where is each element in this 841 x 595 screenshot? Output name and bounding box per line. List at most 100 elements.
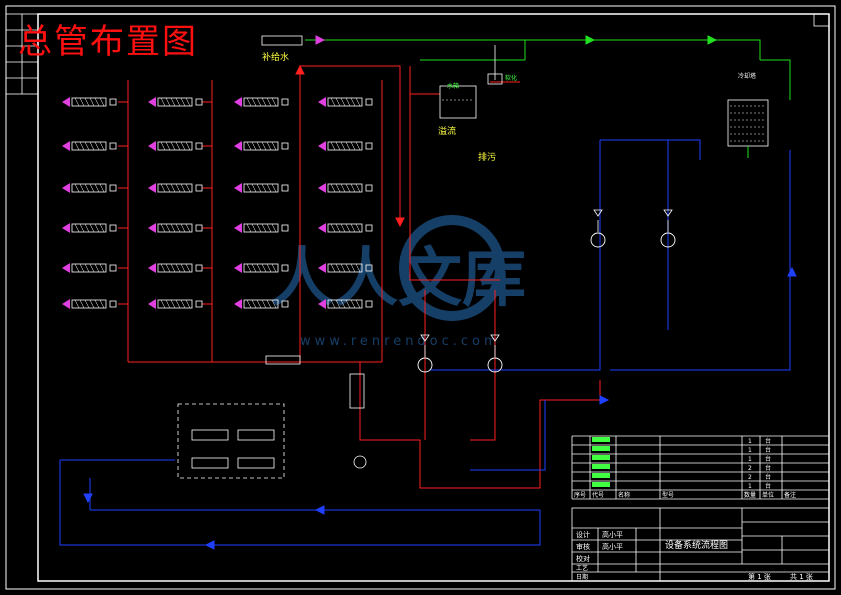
air-arrow-icon — [234, 97, 242, 107]
air-arrow-icon — [234, 183, 242, 193]
coil-hatch — [350, 97, 356, 107]
coil-hatch — [246, 97, 252, 107]
coil-hatch — [175, 183, 181, 193]
circulation-pump-icon — [353, 455, 367, 469]
valve-icon — [109, 264, 117, 272]
coil-hatch — [335, 223, 341, 233]
designer-name: 高小平 — [602, 530, 623, 539]
coil-hatch — [246, 223, 252, 233]
coil-hatch — [330, 141, 336, 151]
coil-hatch — [160, 141, 166, 151]
coil-hatch — [355, 263, 361, 273]
coil-hatch — [160, 299, 166, 309]
valve-icon — [281, 224, 289, 232]
coil-hatch — [160, 183, 166, 193]
coil-hatch — [185, 263, 191, 273]
overflow-label: 溢流 — [438, 125, 456, 137]
role-process: 工艺 — [576, 564, 588, 572]
table-header-cell: 型号 — [662, 491, 674, 499]
filter-icon — [349, 373, 365, 409]
coil-hatch — [94, 97, 100, 107]
coil-hatch — [271, 141, 277, 151]
coil-hatch — [74, 141, 80, 151]
title-block — [571, 507, 830, 582]
air-arrow-icon — [62, 263, 70, 273]
drain-label: 排污 — [478, 151, 496, 163]
air-arrow-icon — [148, 97, 156, 107]
coil-hatch — [256, 97, 262, 107]
softener-icon — [487, 73, 503, 85]
coil-hatch — [74, 97, 80, 107]
coil-hatch — [271, 299, 277, 309]
coil-hatch — [84, 263, 90, 273]
coil-hatch — [246, 263, 252, 273]
equipment-group — [177, 35, 769, 479]
coil-hatch — [261, 223, 267, 233]
coil-hatch — [266, 223, 272, 233]
coil-hatch — [99, 97, 105, 107]
role-review: 审核 — [576, 542, 590, 551]
coil-hatch — [246, 299, 252, 309]
coil-hatch — [84, 97, 90, 107]
table-header-cell: 序号 — [574, 491, 586, 499]
coil-hatch — [256, 299, 262, 309]
valve-icon — [109, 184, 117, 192]
coil-hatch — [340, 183, 346, 193]
coil-hatch — [175, 263, 181, 273]
supply-loop — [359, 362, 601, 489]
coil-hatch — [345, 263, 351, 273]
valve-icon — [281, 300, 289, 308]
coil-hatch — [246, 141, 252, 151]
table-unit: 台 — [765, 455, 771, 463]
coil-hatch — [345, 299, 351, 309]
valve-icon — [281, 264, 289, 272]
coil-hatch — [355, 299, 361, 309]
coil-hatch — [251, 141, 257, 151]
heat-exchanger-icon — [237, 457, 275, 469]
coil-hatch — [256, 183, 262, 193]
valve-icon — [365, 300, 373, 308]
coil-hatch — [175, 97, 181, 107]
coil-hatch — [79, 223, 85, 233]
checker-name: 高小平 — [602, 542, 623, 551]
air-arrow-icon — [148, 263, 156, 273]
flow-arrow-icon — [315, 35, 326, 45]
coil-hatch — [180, 97, 186, 107]
air-arrow-icon — [234, 141, 242, 151]
chiller-enclosure — [177, 403, 285, 479]
valve-icon — [365, 184, 373, 192]
coil-hatch — [74, 263, 80, 273]
supply-to-pumps — [409, 66, 500, 281]
coil-hatch — [266, 97, 272, 107]
sheet-total: 共 1 张 — [790, 572, 813, 581]
coil-hatch — [340, 97, 346, 107]
table-code-mark — [592, 437, 610, 442]
coil-hatch — [89, 141, 95, 151]
table-code-mark — [592, 482, 610, 487]
coil-hatch — [84, 141, 90, 151]
coil-hatch — [256, 263, 262, 273]
watermark-url: www.renrendoc.com — [300, 334, 501, 349]
valve-icon — [195, 98, 203, 106]
inner-frame — [37, 13, 830, 582]
coil-hatch — [355, 141, 361, 151]
valve-icon — [195, 224, 203, 232]
supply-main — [300, 65, 401, 225]
pump-icon — [590, 232, 606, 248]
coil-hatch — [185, 97, 191, 107]
coil-hatch — [335, 97, 341, 107]
coil-hatch — [335, 183, 341, 193]
coil-hatch — [74, 223, 80, 233]
coil-hatch — [79, 97, 85, 107]
coil-hatch — [89, 97, 95, 107]
coil-hatch — [74, 299, 80, 309]
corner-grid — [5, 13, 830, 95]
table-header-cell: 数量 — [744, 491, 756, 499]
valve-icon — [365, 98, 373, 106]
table-code-mark — [592, 455, 610, 460]
header-meter — [265, 355, 301, 365]
outer-frame — [5, 5, 836, 590]
coil-hatch — [355, 183, 361, 193]
